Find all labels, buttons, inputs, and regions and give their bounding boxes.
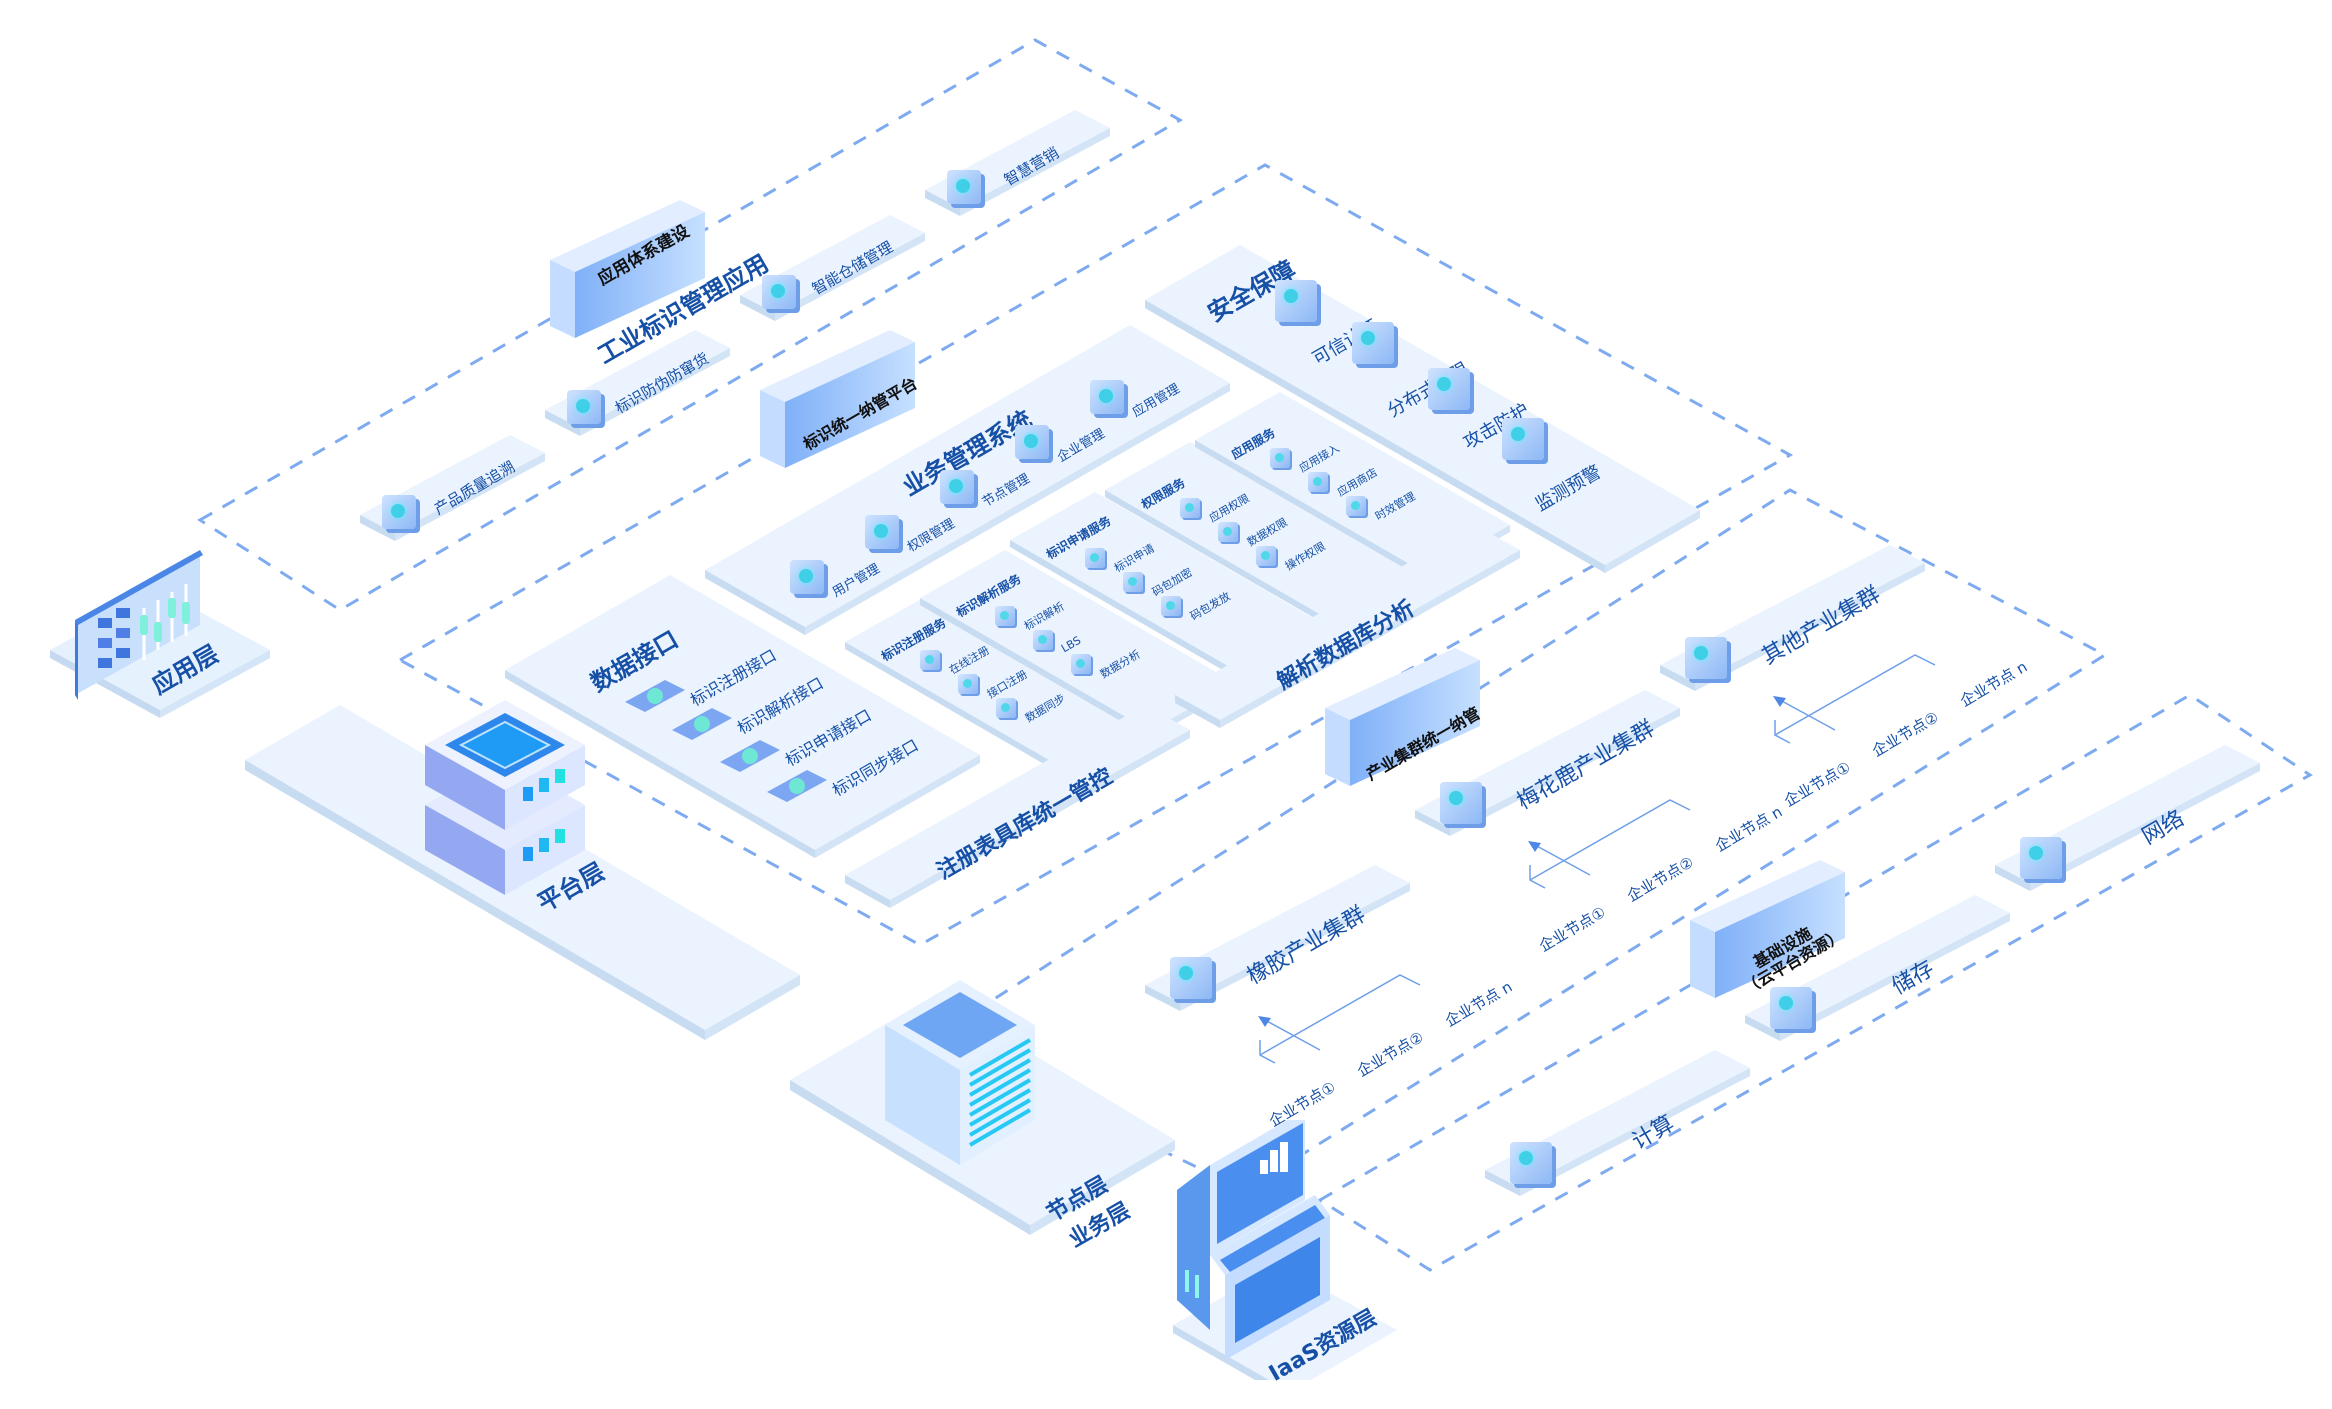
application-region-outline [197, 38, 1184, 612]
data-interface-item[interactable]: 标识申请接口 [720, 705, 875, 780]
platform-title-box: 标识统一纳管平台 [760, 330, 930, 484]
application-title-box: 应用体系建设 [550, 200, 720, 354]
infra-cube-icon [1770, 987, 1812, 1029]
platform-region-outline [396, 163, 1794, 947]
mini-cube-icon [996, 698, 1016, 718]
cluster-title-box: 产业集群统一纳管 [1325, 648, 1495, 802]
mini-cube-icon [958, 674, 978, 694]
title-box-shape [550, 200, 705, 338]
security-slab-body [1145, 245, 1700, 573]
resolution-analysis-slab [1175, 525, 1520, 728]
infra-pill [1745, 895, 2010, 1041]
app-item[interactable]: 智慧营销 [925, 110, 1125, 234]
cube-icon [940, 470, 974, 504]
data-interface-item[interactable]: 标识同步接口 [767, 735, 922, 810]
mini-cube-icon [1346, 496, 1366, 516]
mini-cube-icon [1308, 472, 1328, 492]
infra-pill [1485, 1050, 1750, 1196]
server-stack-icon [425, 700, 585, 895]
infra-cube-icon [1510, 1142, 1552, 1184]
cube-icon [1275, 280, 1317, 322]
mini-cube-icon [1180, 498, 1200, 518]
mini-cube-icon [1033, 630, 1053, 650]
data-interface-item[interactable]: 标识解析接口 [672, 673, 827, 748]
mini-cube-icon [920, 650, 940, 670]
iaas-console-icon [1173, 1120, 1397, 1380]
mini-cube-icon [1270, 448, 1290, 468]
cluster-cube-icon [1685, 637, 1727, 679]
app-cube-icon [382, 495, 416, 529]
app-item[interactable]: 标识防伪防窜货 [545, 330, 745, 454]
mini-cube-icon [1071, 654, 1091, 674]
cluster-cube-icon [1170, 957, 1212, 999]
infra-region-outline [1317, 693, 2313, 1272]
gpu-card-icon [672, 708, 732, 740]
app-item[interactable]: 产品质量追溯 [360, 435, 560, 559]
cube-icon [1090, 380, 1124, 414]
data-interface-slab [505, 575, 980, 858]
cube-icon [1352, 322, 1394, 364]
mini-cube-icon [1123, 572, 1143, 592]
gpu-card-icon [767, 770, 827, 802]
infra-title-box: 基础设施 （云平台资源） [1690, 860, 1860, 1014]
mini-cube-icon [1218, 522, 1238, 542]
building-server-icon [885, 980, 1035, 1165]
data-interface-item[interactable]: 标识注册接口 [625, 645, 780, 720]
application-layer-icon [50, 550, 270, 718]
infra-pill [1995, 745, 2260, 891]
mini-cube-icon [995, 606, 1015, 626]
mini-cube-icon [1085, 548, 1105, 568]
app-cube-icon [947, 170, 981, 204]
cube-icon [1015, 425, 1049, 459]
cluster-cube-icon [1440, 782, 1482, 824]
infra-item[interactable]: 储存 [1745, 895, 2015, 1069]
cube-icon [865, 515, 899, 549]
app-cube-icon [762, 275, 796, 309]
gpu-card-icon [720, 740, 780, 772]
infra-item[interactable]: 计算 [1485, 1050, 1755, 1224]
infra-item[interactable]: 网络 [1995, 745, 2265, 919]
cube-icon [1428, 368, 1470, 410]
cube-icon [790, 560, 824, 594]
registry-control-slab [845, 705, 1190, 908]
app-cube-icon [567, 390, 601, 424]
cube-icon [1502, 418, 1544, 460]
app-item[interactable]: 智能仓储管理 [740, 215, 940, 339]
gpu-card-icon [625, 680, 685, 712]
mini-cube-icon [1161, 596, 1181, 616]
infra-cube-icon [2020, 837, 2062, 879]
mini-cube-icon [1256, 546, 1276, 566]
